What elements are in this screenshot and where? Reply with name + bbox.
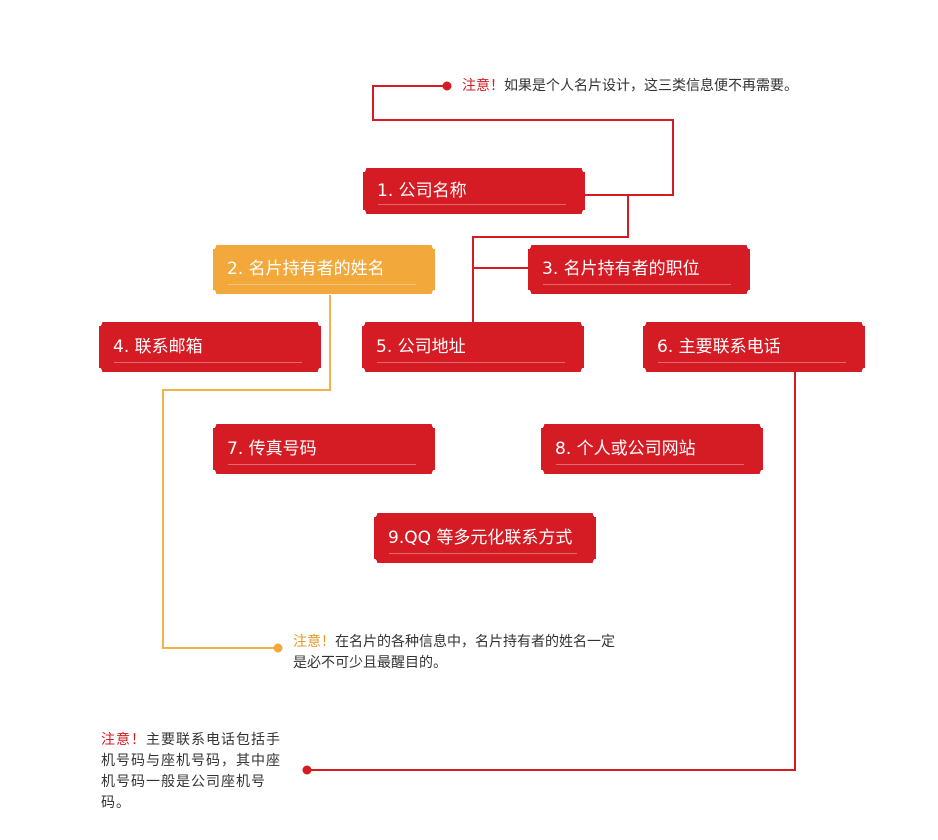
box-company-name: 1. 公司名称 [365, 170, 583, 212]
bottom-note-text: 主要联系电话包括手机号码与座机号码，其中座机号码一般是公司座机号码。 [101, 732, 281, 811]
box-fax-label: 7. 传真号码 [227, 438, 317, 459]
box-holder-title-label: 3. 名片持有者的职位 [542, 259, 700, 279]
middle-note-text1: 在名片的各种信息中，名片持有者的姓名一定 [335, 634, 615, 650]
middle-note: 注意！在名片的各种信息中，名片持有者的姓名一定 是必不可少且最醒目的。 [293, 632, 615, 674]
bottom-note: 注意！主要联系电话包括手机号码与座机号码，其中座机号码一般是公司座机号码。 [101, 730, 281, 814]
box-phone: 6. 主要联系电话 [645, 324, 863, 370]
box-address: 5. 公司地址 [364, 324, 582, 370]
top-note-connector [372, 85, 674, 196]
box-holder-name-label: 2. 名片持有者的姓名 [227, 259, 385, 279]
top-note-lead: 注意！ [462, 78, 504, 94]
box-email: 4. 联系邮箱 [101, 324, 319, 370]
company-branch-connector [472, 195, 629, 322]
box-qq-label: 9.QQ 等多元化联系方式 [388, 527, 573, 548]
box-company-name-label: 1. 公司名称 [377, 180, 467, 201]
box-phone-label: 6. 主要联系电话 [657, 336, 781, 357]
middle-note-line2: 是必不可少且最醒目的。 [293, 655, 447, 671]
top-note-text: 如果是个人名片设计，这三类信息便不再需要。 [504, 78, 798, 94]
middle-note-lead: 注意！ [293, 634, 335, 650]
box-email-label: 4. 联系邮箱 [113, 336, 203, 357]
middle-note-dot [273, 643, 283, 653]
box-address-label: 5. 公司地址 [376, 336, 466, 357]
holder-name-connector [162, 295, 331, 649]
bottom-note-dot [302, 765, 312, 775]
box-website: 8. 个人或公司网站 [543, 426, 761, 472]
box-website-label: 8. 个人或公司网站 [555, 438, 696, 459]
box-holder-title: 3. 名片持有者的职位 [530, 247, 748, 292]
box-holder-name: 2. 名片持有者的姓名 [215, 247, 433, 292]
top-note: 注意！如果是个人名片设计，这三类信息便不再需要。 [462, 76, 798, 97]
box-qq: 9.QQ 等多元化联系方式 [376, 515, 594, 561]
top-note-dot [442, 81, 452, 91]
box-fax: 7. 传真号码 [215, 426, 433, 472]
phone-connector [307, 370, 796, 771]
middle-note-line1: 注意！在名片的各种信息中，名片持有者的姓名一定 [293, 632, 615, 653]
bottom-note-lead: 注意！ [101, 732, 146, 748]
